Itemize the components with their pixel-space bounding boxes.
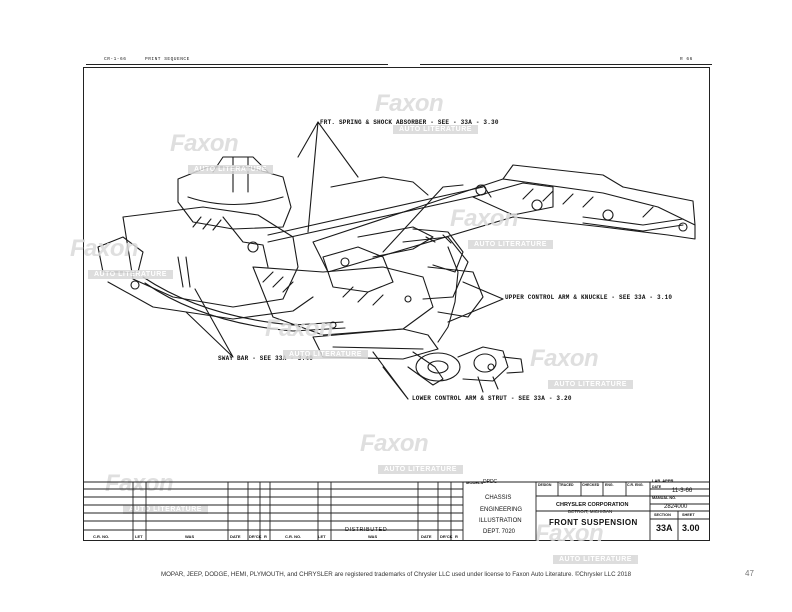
front-suspension-drawing	[97, 121, 696, 400]
drawing-title: FRONT SUSPENSION	[549, 518, 638, 527]
eng-label: ENG.	[605, 483, 614, 487]
design-label: DESIGN	[538, 483, 552, 487]
manual-no-label: MANUAL NO.	[652, 496, 677, 500]
dept-line-1: CHASSIS	[485, 495, 512, 501]
rev-col-was: WAS	[185, 534, 195, 539]
rev-col-drck: DR'CK	[249, 534, 262, 539]
manual-no-value: 2824000	[664, 504, 688, 510]
callout-upper-control-arm: UPPER CONTROL ARM & KNUCKLE - SEE 33A - …	[505, 294, 673, 301]
sheet-label: SHEET	[682, 513, 695, 517]
sheet-value: 3.00	[682, 523, 700, 533]
dept-line-2: ENGINEERING	[480, 507, 523, 513]
checked-label: CHECKED	[582, 483, 600, 487]
header-right-code: R 66	[680, 57, 693, 62]
date-label: DATE	[652, 485, 662, 489]
rev-col-was-2: WAS	[368, 534, 378, 539]
models-value: DPDC	[483, 479, 498, 485]
rev-col-cr-no: C.R. NO.	[93, 534, 110, 539]
date-value: 11-3-66	[672, 488, 693, 494]
cr-eng-label: C.R. ENG.	[627, 483, 644, 487]
traced-label: TRACED	[559, 483, 574, 487]
header-left-code: CR-1-66	[104, 57, 127, 62]
company-name: CHRYSLER CORPORATION	[556, 502, 629, 508]
rev-col-date: DATE	[230, 534, 241, 539]
page-number: 47	[745, 569, 754, 578]
header-rule-right	[420, 64, 712, 66]
watermark-brand: Faxon	[375, 90, 444, 117]
dept-line-3: ILLUSTRATION	[479, 518, 522, 524]
title-block-grid	[83, 481, 710, 541]
rev-col-drck-2: DR'CK	[440, 534, 453, 539]
callout-lower-control-arm: LOWER CONTROL ARM & STRUT - SEE 33A - 3.…	[412, 395, 572, 402]
rev-col-cr-no-2: C.R. NO.	[285, 534, 302, 539]
callout-sway-bar: SWAY BAR - SEE 33A - 3.40	[218, 355, 314, 362]
rev-col-date-2: DATE	[421, 534, 432, 539]
distributed-stamp: DISTRIBUTED	[345, 527, 388, 533]
drawing-sheet	[83, 67, 710, 541]
rev-col-r-2: R	[455, 534, 458, 539]
header-rule-left	[86, 64, 388, 66]
rev-col-let: LET	[135, 534, 143, 539]
dept-line-4: DEPT. 7020	[483, 529, 516, 535]
watermark-tagline: AUTO LITERATURE	[393, 125, 478, 134]
lab-appr-label: LAB. APPR.	[652, 478, 675, 483]
callout-spring-shock: FRT. SPRING & SHOCK ABSORBER - SEE - 33A…	[320, 119, 499, 126]
header-left-text: PRINT SEQUENCE	[145, 57, 190, 62]
models-label: MODELS	[466, 480, 484, 485]
rev-col-let-2: LET	[318, 534, 326, 539]
section-label: SECTION	[654, 513, 671, 517]
rev-col-r: R	[264, 534, 267, 539]
section-value: 33A	[656, 523, 673, 533]
company-city: DETROIT, MICHIGAN	[568, 509, 613, 514]
trademark-footer: MOPAR, JEEP, DODGE, HEMI, PLYMOUTH, and …	[160, 571, 632, 578]
